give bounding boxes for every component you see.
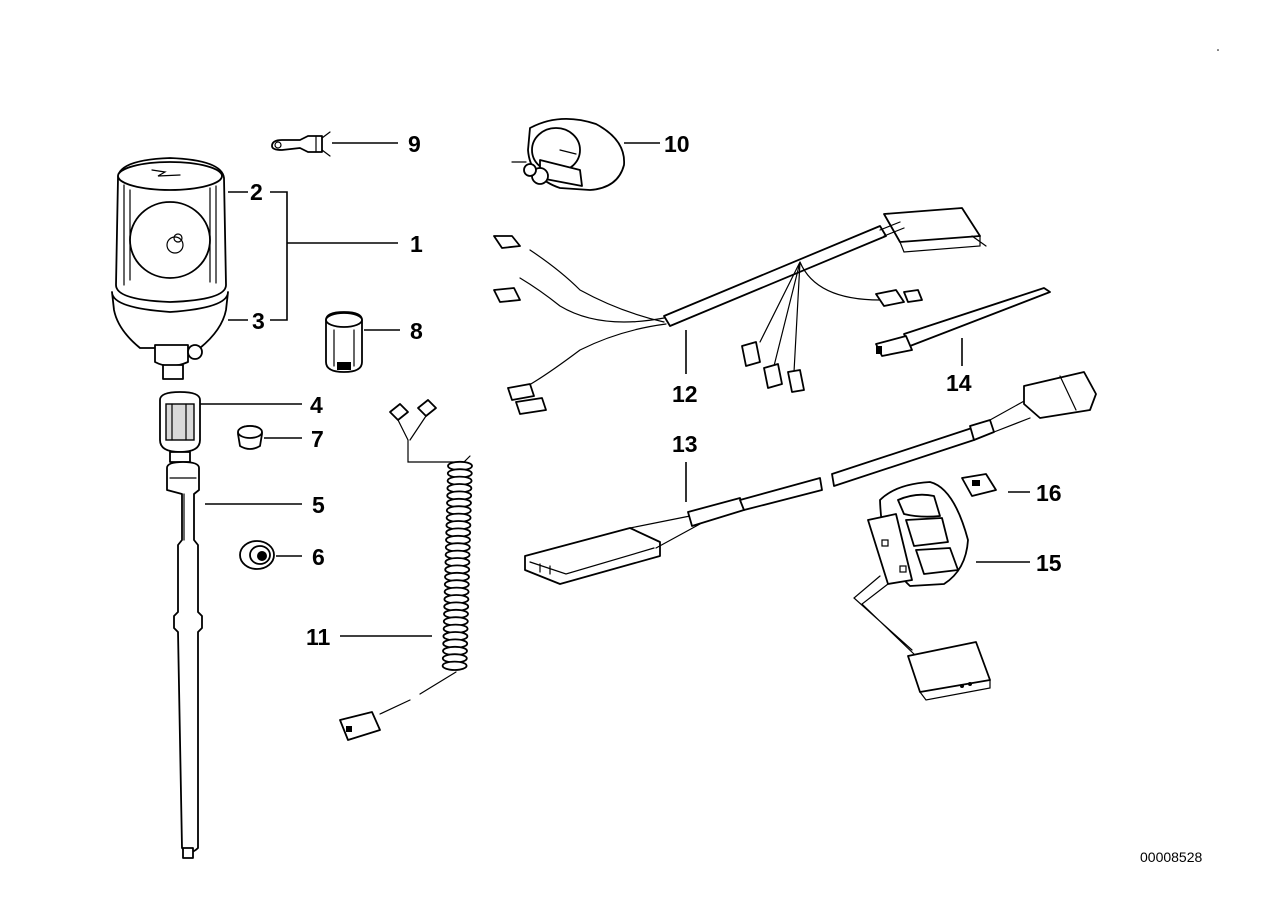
clip-part xyxy=(961,473,997,497)
cable-tie-part xyxy=(875,287,1051,357)
callout-1: 1 xyxy=(410,231,423,257)
callout-14: 14 xyxy=(946,370,972,396)
wiring-harness-part xyxy=(493,207,987,415)
beacon-assembly xyxy=(111,157,229,380)
callout-5: 5 xyxy=(312,492,325,518)
callout-8: 8 xyxy=(410,318,423,344)
callout-10: 10 xyxy=(664,131,690,157)
document-id: 00008528 xyxy=(1140,849,1203,865)
cap-part xyxy=(237,425,263,450)
callout-15: 15 xyxy=(1036,550,1062,576)
extension-cable-part xyxy=(524,371,1097,585)
bulb-holder-part xyxy=(325,311,363,373)
bulb-socket-part xyxy=(511,117,625,191)
cable-coils xyxy=(441,460,473,671)
grommet-part xyxy=(239,540,275,570)
callout-6: 6 xyxy=(312,544,325,570)
halogen-bulb-part xyxy=(271,131,331,157)
callout-9: 9 xyxy=(408,131,421,157)
socket-part xyxy=(159,391,201,463)
callout-4: 4 xyxy=(310,392,323,418)
callout-2: 2 xyxy=(250,179,263,205)
callout-16: 16 xyxy=(1036,480,1062,506)
switch-part xyxy=(853,481,991,701)
callout-labels: 1 2 3 4 5 6 7 8 9 10 11 12 13 14 15 16 xyxy=(250,131,1062,650)
speck-dot xyxy=(1217,49,1219,51)
callout-7: 7 xyxy=(311,426,324,452)
callout-13: 13 xyxy=(672,431,698,457)
callout-11: 11 xyxy=(306,624,331,650)
coil-loop xyxy=(441,660,468,671)
mounting-pole xyxy=(166,461,203,859)
coiled-cable-part xyxy=(339,399,473,741)
callout-12: 12 xyxy=(672,381,698,407)
leader-lines xyxy=(200,142,1030,637)
callout-3: 3 xyxy=(252,308,265,334)
